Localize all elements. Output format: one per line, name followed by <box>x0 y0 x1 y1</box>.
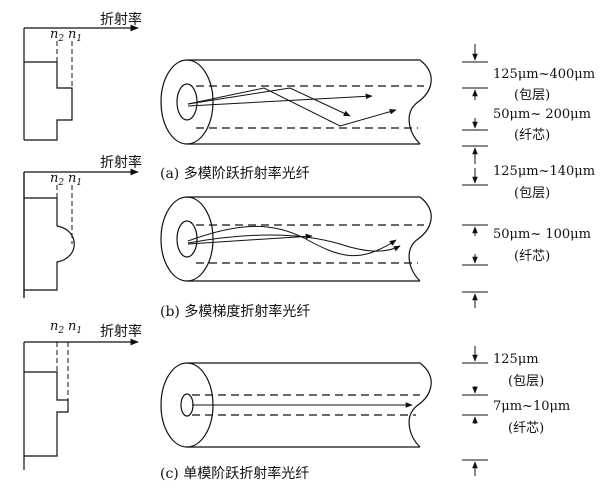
cladding-size-c: 125μm <box>493 352 539 367</box>
caption-b: (b) 多模梯度折射率光纤 <box>160 303 310 320</box>
panel-b: 折射率 n2 n1 (b) 多模梯度折射率光纤 <box>23 154 432 320</box>
core-note-b: (纤芯) <box>514 249 550 264</box>
cladding-end-face <box>160 59 214 145</box>
cladding-note-a: (包层) <box>514 88 550 103</box>
core-end-face <box>176 220 198 258</box>
panel-c: 折射率 n2 n1 (c) 单模阶跃折射率光纤 <box>23 319 432 482</box>
zigzag-ray <box>187 87 397 127</box>
dimension-labels: 125μm~400μm (包层) 50μm~ 200μm (纤芯) 125μm~… <box>493 67 595 436</box>
n1-label: n1 <box>68 27 82 44</box>
cut-edge <box>408 362 432 448</box>
n2-label: n2 <box>50 27 64 44</box>
caption-c: (c) 单模阶跃折射率光纤 <box>160 465 309 482</box>
cladding-end-face <box>160 196 214 282</box>
index-profile-a: 折射率 n2 n1 <box>23 11 142 141</box>
core-end-face <box>180 393 194 417</box>
cladding-size-a: 125μm~400μm <box>493 67 595 82</box>
core-size-c: 7μm~10μm <box>493 399 570 414</box>
step-index-profile <box>24 61 73 141</box>
curved-ray-2 <box>187 234 401 252</box>
cut-edge <box>408 59 432 145</box>
cladding-size-b: 125μm~140μm <box>493 164 595 179</box>
core-size-b: 50μm~ 100μm <box>493 227 591 242</box>
index-axis-label: 折射率 <box>100 154 142 171</box>
core-size-a: 50μm~ 200μm <box>493 107 591 122</box>
fiber-b <box>160 196 432 282</box>
core-end-face <box>176 83 198 121</box>
curved-ray <box>187 225 397 257</box>
axial-ray <box>187 233 313 245</box>
index-profile-b: 折射率 n2 n1 <box>23 154 142 298</box>
index-axis-label: 折射率 <box>100 323 142 340</box>
fiber-c <box>160 362 432 448</box>
core-note-a: (纤芯) <box>514 128 550 143</box>
dimension-markers <box>462 44 488 476</box>
cladding-note-b: (包层) <box>514 186 550 201</box>
n2-label: n2 <box>50 319 64 336</box>
n1-label: n1 <box>68 171 82 188</box>
cut-edge <box>408 196 432 282</box>
core-note-c: (纤芯) <box>508 421 544 436</box>
caption-a: (a) 多模阶跃折射率光纤 <box>160 165 310 182</box>
fiber-a <box>160 59 432 145</box>
index-axis-label: 折射率 <box>100 11 142 28</box>
panel-a: 折射率 n2 n1 (a) 多模阶跃折射率光纤 <box>23 11 432 182</box>
n2-label: n2 <box>50 171 64 188</box>
n1-label: n1 <box>68 319 82 336</box>
cladding-note-c: (包层) <box>508 374 544 389</box>
index-profile-c: 折射率 n2 n1 <box>23 319 142 470</box>
axial-ray <box>187 93 373 107</box>
graded-index-profile <box>23 172 75 298</box>
step-index-profile <box>24 371 69 457</box>
zigzag-ray-2 <box>187 87 351 117</box>
